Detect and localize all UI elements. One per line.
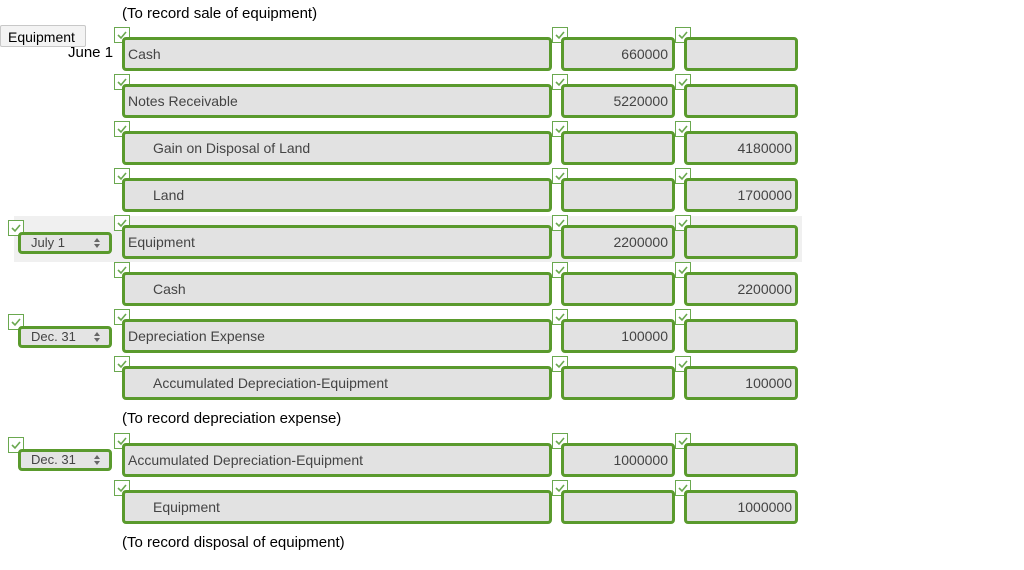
account-field[interactable]: Notes Receivable [122, 84, 552, 118]
note-depreciation: (To record depreciation expense) [122, 410, 342, 427]
spinner-arrows-icon [94, 332, 100, 342]
debit-field[interactable] [561, 131, 675, 165]
date-select-value: Dec. 31 [31, 452, 76, 467]
credit-field[interactable]: 2200000 [684, 272, 798, 306]
account-field[interactable]: Depreciation Expense [122, 319, 552, 353]
credit-field[interactable]: 1000000 [684, 490, 798, 524]
credit-field[interactable]: 100000 [684, 366, 798, 400]
debit-field[interactable] [561, 490, 675, 524]
account-field[interactable]: Accumulated Depreciation-Equipment [122, 366, 552, 400]
account-field[interactable]: Land [122, 178, 552, 212]
spinner-arrows-icon [94, 238, 100, 248]
debit-field[interactable]: 660000 [561, 37, 675, 71]
date-select[interactable]: July 1 [18, 232, 112, 254]
spinner-arrows-icon [94, 455, 100, 465]
account-field[interactable]: Equipment [122, 490, 552, 524]
note-disposal: (To record disposal of equipment) [122, 534, 345, 551]
account-field[interactable]: Accumulated Depreciation-Equipment [122, 443, 552, 477]
date-select[interactable]: Dec. 31 [18, 326, 112, 348]
credit-field[interactable] [684, 37, 798, 71]
debit-field[interactable]: 5220000 [561, 84, 675, 118]
account-field[interactable]: Gain on Disposal of Land [122, 131, 552, 165]
account-field[interactable]: Equipment [122, 225, 552, 259]
debit-field[interactable] [561, 178, 675, 212]
account-field[interactable]: Cash [122, 272, 552, 306]
date-select[interactable]: Dec. 31 [18, 449, 112, 471]
date-select-value: Dec. 31 [31, 329, 76, 344]
check-icon [552, 74, 568, 90]
account-field[interactable]: Cash [122, 37, 552, 71]
debit-field[interactable] [561, 366, 675, 400]
debit-field[interactable] [561, 272, 675, 306]
account-tooltip: Equipment [0, 25, 86, 47]
debit-field[interactable]: 2200000 [561, 225, 675, 259]
date-label-june-1: June 1 [68, 44, 114, 61]
credit-field[interactable] [684, 443, 798, 477]
credit-field[interactable] [684, 225, 798, 259]
note-sale: (To record sale of equipment) [122, 5, 318, 22]
debit-field[interactable]: 100000 [561, 319, 675, 353]
date-select-value: July 1 [31, 235, 65, 250]
credit-field[interactable] [684, 319, 798, 353]
credit-field[interactable]: 4180000 [684, 131, 798, 165]
credit-field[interactable] [684, 84, 798, 118]
debit-field[interactable]: 1000000 [561, 443, 675, 477]
credit-field[interactable]: 1700000 [684, 178, 798, 212]
